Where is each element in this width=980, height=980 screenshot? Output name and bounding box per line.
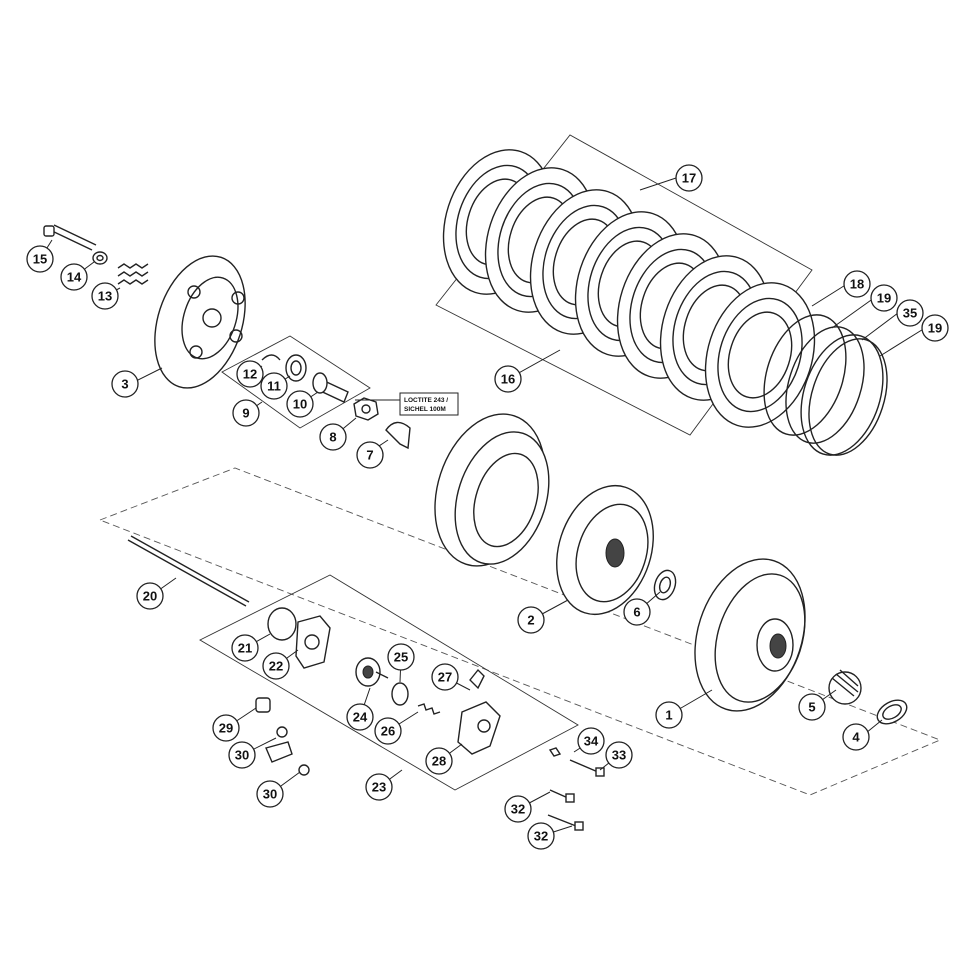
callout-5: 5 [798,693,826,721]
svg-text:25: 25 [394,650,408,665]
svg-text:19: 19 [877,291,891,306]
svg-text:13: 13 [98,289,112,304]
svg-text:6: 6 [633,605,640,620]
svg-text:11: 11 [267,379,281,394]
needle-bearing [828,669,862,705]
mount-bolts [547,747,605,831]
callout-3: 3 [111,370,139,398]
svg-text:21: 21 [238,641,252,656]
svg-text:8: 8 [329,430,336,445]
svg-text:5: 5 [808,700,815,715]
inner-hub [434,413,550,567]
thrust-washer [653,569,677,601]
callout-9: 9 [232,399,260,427]
outer-basket [694,558,806,712]
svg-text:22: 22 [269,659,283,674]
svg-text:30: 30 [235,748,249,763]
svg-text:3: 3 [121,377,128,392]
callout-33: 33 [605,741,633,769]
callout-1: 1 [655,701,683,729]
callout-16: 16 [494,365,522,393]
svg-text:32: 32 [534,829,548,844]
callout-10: 10 [286,390,314,418]
clutch-plate-stack [442,149,816,428]
svg-text:4: 4 [852,730,860,745]
svg-text:29: 29 [219,721,233,736]
svg-text:19: 19 [928,321,942,336]
callout-19a: 19 [870,284,898,312]
svg-text:27: 27 [438,670,452,685]
callout-35: 35 [896,299,924,327]
svg-text:28: 28 [432,754,446,769]
svg-text:18: 18 [850,277,864,292]
callout-28: 28 [425,747,453,775]
callout-20: 20 [136,582,164,610]
release-bearing-group [261,354,349,403]
callout-26: 26 [374,717,402,745]
ring-set [763,314,888,456]
svg-text:20: 20 [143,589,157,604]
pressure-plate [154,255,246,389]
callout-32a: 32 [504,795,532,823]
svg-text:33: 33 [612,748,626,763]
callout-22: 22 [262,652,290,680]
svg-text:26: 26 [381,724,395,739]
svg-text:24: 24 [353,710,368,725]
callout-24: 24 [346,703,374,731]
callout-11: 11 [260,372,288,400]
callouts: 1 2 3 4 5 6 7 8 9 10 11 12 13 14 15 16 1… [26,164,949,850]
callout-19b: 19 [921,314,949,342]
svg-text:34: 34 [584,734,599,749]
svg-text:10: 10 [293,397,307,412]
callout-30b: 30 [256,780,284,808]
loctite-note: LOCTITE 243 / SICHEL 100M [399,392,459,416]
callout-6: 6 [623,598,651,626]
callout-34: 34 [577,727,605,755]
svg-text:2: 2 [527,613,534,628]
nut-and-lock-washer [353,397,411,450]
banjo-fittings [255,697,310,776]
callout-25: 25 [387,643,415,671]
push-rod [127,535,250,607]
svg-text:9: 9 [242,406,249,421]
callout-17: 17 [675,164,703,192]
svg-text:32: 32 [511,802,525,817]
callout-4: 4 [842,723,870,751]
svg-text:1: 1 [665,708,672,723]
callout-23: 23 [365,773,393,801]
callout-30a: 30 [228,741,256,769]
svg-text:17: 17 [682,171,696,186]
callout-13: 13 [91,282,119,310]
callout-12: 12 [236,360,264,388]
callout-32b: 32 [527,822,555,850]
callout-2: 2 [517,606,545,634]
callout-8: 8 [319,423,347,451]
callout-7: 7 [356,441,384,469]
svg-text:15: 15 [33,252,47,267]
callout-15: 15 [26,245,54,273]
callout-21: 21 [231,634,259,662]
note-line-1: LOCTITE 243 / [404,397,448,404]
callout-18: 18 [843,270,871,298]
bushing [876,699,908,725]
svg-text:16: 16 [501,372,515,387]
callout-29: 29 [212,714,240,742]
svg-text:12: 12 [243,367,257,382]
clutch-drum [556,484,654,616]
svg-text:35: 35 [903,306,917,321]
svg-text:30: 30 [263,787,277,802]
svg-text:23: 23 [372,780,386,795]
note-line-2: SICHEL 100M [404,406,446,413]
svg-text:14: 14 [67,270,82,285]
callout-27: 27 [431,663,459,691]
callout-14: 14 [60,263,88,291]
slave-cylinder-group [267,607,501,755]
spring-bolt-set [43,224,149,285]
svg-text:7: 7 [366,448,373,463]
